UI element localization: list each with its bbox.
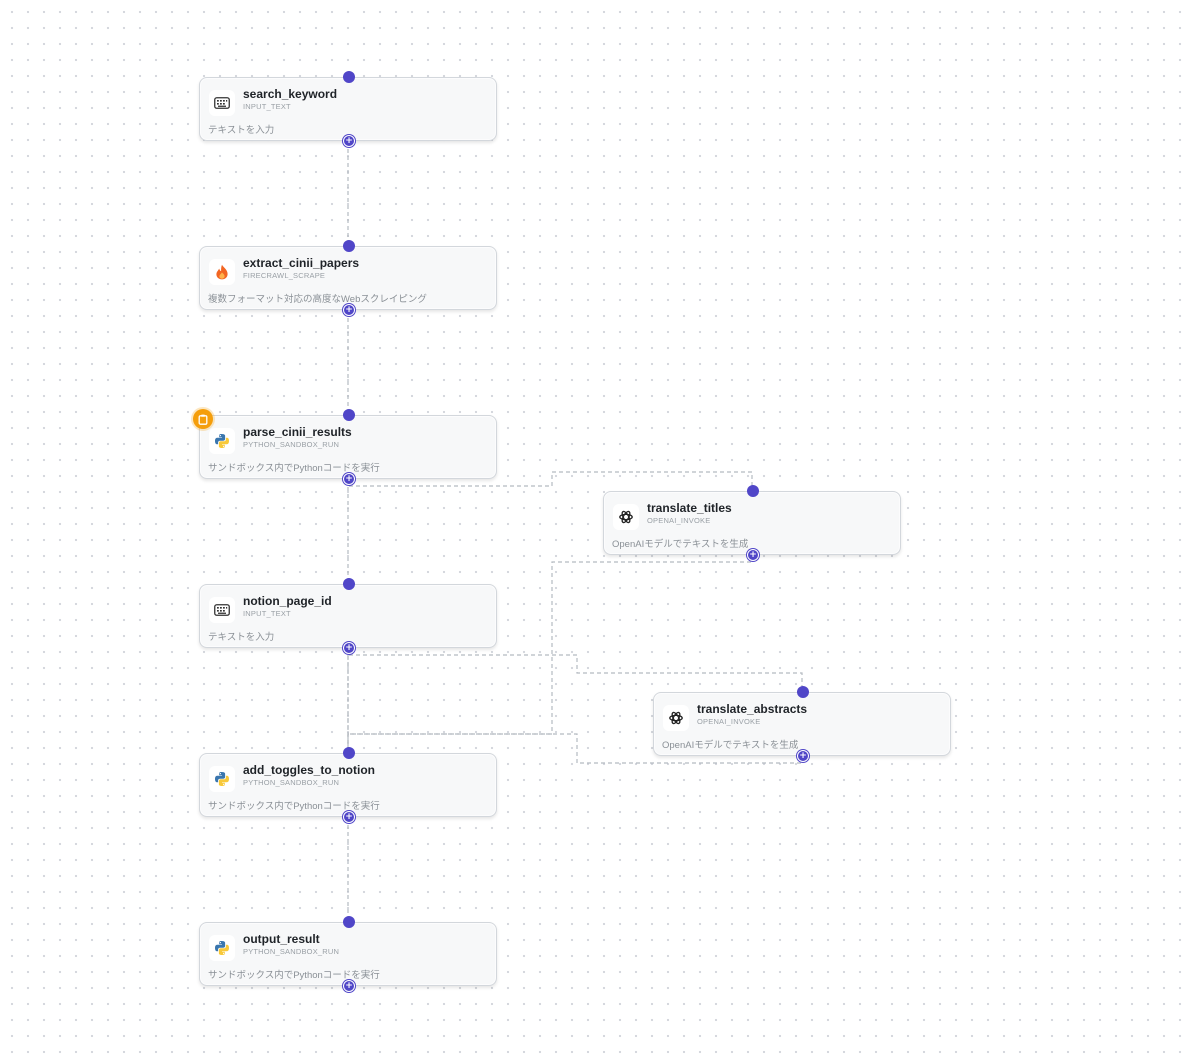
input-handle[interactable]	[343, 578, 355, 590]
node-description: サンドボックス内でPythonコードを実行	[208, 970, 380, 981]
node-type: INPUT_TEXT	[243, 102, 291, 111]
node-title: extract_cinii_papers	[243, 256, 360, 270]
node-title: translate_abstracts	[697, 702, 808, 716]
node-description: 複数フォーマット対応の高度なWebスクレイピング	[208, 294, 427, 305]
node-title: translate_titles	[647, 501, 732, 515]
clipboard-icon	[198, 414, 208, 425]
input-handle[interactable]	[747, 485, 759, 497]
node-notion-page-id[interactable]: notion_page_id INPUT_TEXT テキストを入力	[199, 578, 497, 654]
node-type: FIRECRAWL_SCRAPE	[243, 271, 326, 280]
node-parse-cinii-results[interactable]: parse_cinii_results PYTHON_SANDBOX_RUN サ…	[193, 409, 497, 485]
node-translate-abstracts[interactable]: translate_abstracts OPENAI_INVOKE OpenAI…	[653, 686, 951, 762]
node-description: テキストを入力	[208, 125, 275, 136]
node-type: OPENAI_INVOKE	[647, 516, 711, 525]
input-handle[interactable]	[343, 71, 355, 83]
output-handle[interactable]	[343, 980, 355, 992]
node-title: output_result	[243, 932, 320, 946]
node-extract-cinii-papers[interactable]: extract_cinii_papers FIRECRAWL_SCRAPE 複数…	[199, 240, 497, 316]
fire-icon	[209, 259, 235, 285]
input-handle[interactable]	[343, 240, 355, 252]
node-description: サンドボックス内でPythonコードを実行	[208, 801, 380, 812]
node-title: notion_page_id	[243, 594, 332, 608]
node-add-toggles-to-notion[interactable]: add_toggles_to_notion PYTHON_SANDBOX_RUN…	[199, 747, 497, 823]
input-handle[interactable]	[343, 747, 355, 759]
output-handle[interactable]	[343, 135, 355, 147]
node-description: テキストを入力	[208, 632, 275, 643]
status-badge	[193, 409, 213, 429]
node-title: parse_cinii_results	[243, 425, 352, 439]
node-description: OpenAIモデルでテキストを生成	[662, 740, 799, 751]
output-handle[interactable]	[343, 811, 355, 823]
keyboard-icon	[209, 597, 235, 623]
node-search-keyword[interactable]: search_keyword INPUT_TEXT テキストを入力	[199, 71, 497, 147]
node-type: INPUT_TEXT	[243, 609, 291, 618]
edge-parse_cinii_results-to-translate_titles[interactable]	[347, 471, 753, 490]
node-translate-titles[interactable]: translate_titles OPENAI_INVOKE OpenAIモデル…	[603, 485, 901, 561]
python-icon	[209, 766, 235, 792]
edge-translate_abstracts-to-add_toggles_to_notion[interactable]	[347, 733, 803, 764]
openai-icon	[613, 504, 639, 530]
node-title: search_keyword	[243, 87, 338, 101]
openai-icon	[663, 705, 689, 731]
node-output-result[interactable]: output_result PYTHON_SANDBOX_RUN サンドボックス…	[199, 916, 497, 992]
node-title: add_toggles_to_notion	[243, 763, 375, 777]
output-handle[interactable]	[343, 304, 355, 316]
node-type: PYTHON_SANDBOX_RUN	[243, 778, 340, 787]
input-handle[interactable]	[797, 686, 809, 698]
node-description: OpenAIモデルでテキストを生成	[612, 539, 749, 550]
output-handle[interactable]	[343, 642, 355, 654]
node-type: OPENAI_INVOKE	[697, 717, 761, 726]
node-description: サンドボックス内でPythonコードを実行	[208, 463, 380, 474]
output-handle[interactable]	[797, 750, 809, 762]
edge-notion_page_id-to-translate_abstracts[interactable]	[347, 649, 803, 691]
output-handle[interactable]	[343, 473, 355, 485]
python-icon	[209, 935, 235, 961]
input-handle[interactable]	[343, 409, 355, 421]
python-icon	[209, 428, 235, 454]
output-handle[interactable]	[747, 549, 759, 561]
keyboard-icon	[209, 90, 235, 116]
node-type: PYTHON_SANDBOX_RUN	[243, 947, 340, 956]
input-handle[interactable]	[343, 916, 355, 928]
node-type: PYTHON_SANDBOX_RUN	[243, 440, 340, 449]
